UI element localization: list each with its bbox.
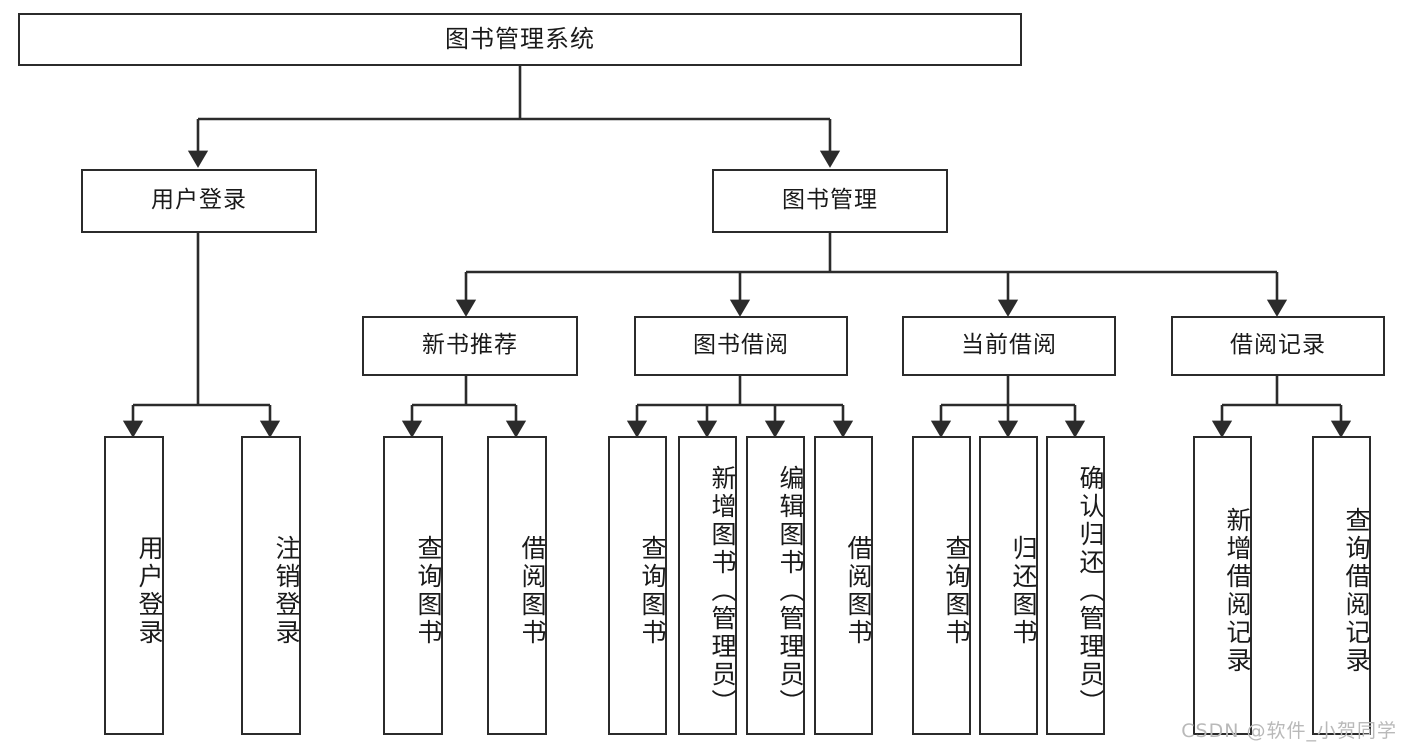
node-label: 编辑图书（管理员） <box>776 464 805 717</box>
node-leaf-return-book[interactable]: 归还图书 <box>979 436 1038 735</box>
node-label: 新增图书（管理员） <box>708 464 737 717</box>
node-leaf-user-login[interactable]: 用户登录 <box>104 436 164 735</box>
node-leaf-add-book[interactable]: 新增图书（管理员） <box>678 436 737 735</box>
node-book-management[interactable]: 图书管理 <box>712 169 948 233</box>
node-label: 新书推荐 <box>422 332 518 359</box>
node-user-login[interactable]: 用户登录 <box>81 169 317 233</box>
node-label: 注销登录 <box>272 534 301 647</box>
node-label: 新增借阅记录 <box>1223 506 1252 675</box>
node-leaf-add-borrow-record[interactable]: 新增借阅记录 <box>1193 436 1252 735</box>
node-label: 查询图书 <box>414 534 443 647</box>
node-leaf-logout-login[interactable]: 注销登录 <box>241 436 301 735</box>
node-root-book-management-system[interactable]: 图书管理系统 <box>18 13 1022 66</box>
node-label: 查询借阅记录 <box>1342 506 1371 675</box>
node-label: 确认归还（管理员） <box>1076 464 1105 717</box>
node-label: 查询图书 <box>942 534 971 647</box>
node-leaf-query-book-borrow[interactable]: 查询图书 <box>608 436 667 735</box>
node-leaf-query-book-recommend[interactable]: 查询图书 <box>383 436 443 735</box>
node-label: 归还图书 <box>1009 534 1038 647</box>
node-leaf-edit-book[interactable]: 编辑图书（管理员） <box>746 436 805 735</box>
watermark: CSDN @软件_小贺同学 <box>1181 720 1397 742</box>
node-label: 当前借阅 <box>961 332 1057 359</box>
node-label: 图书管理 <box>782 187 878 214</box>
node-label: 借阅记录 <box>1230 332 1326 359</box>
node-label: 图书借阅 <box>693 332 789 359</box>
node-leaf-query-book-current[interactable]: 查询图书 <box>912 436 971 735</box>
node-leaf-borrow-book[interactable]: 借阅图书 <box>814 436 873 735</box>
node-label: 查询图书 <box>638 534 667 647</box>
node-leaf-query-borrow-record[interactable]: 查询借阅记录 <box>1312 436 1371 735</box>
node-label: 借阅图书 <box>844 534 873 647</box>
node-new-book-recommend[interactable]: 新书推荐 <box>362 316 578 376</box>
node-label: 借阅图书 <box>518 534 547 647</box>
node-label: 用户登录 <box>135 534 164 647</box>
node-label: 图书管理系统 <box>445 25 595 54</box>
node-current-borrow[interactable]: 当前借阅 <box>902 316 1116 376</box>
node-leaf-borrow-book-recommend[interactable]: 借阅图书 <box>487 436 547 735</box>
node-label: 用户登录 <box>151 187 247 214</box>
node-leaf-confirm-return[interactable]: 确认归还（管理员） <box>1046 436 1105 735</box>
node-book-borrow[interactable]: 图书借阅 <box>634 316 848 376</box>
node-borrow-record[interactable]: 借阅记录 <box>1171 316 1385 376</box>
